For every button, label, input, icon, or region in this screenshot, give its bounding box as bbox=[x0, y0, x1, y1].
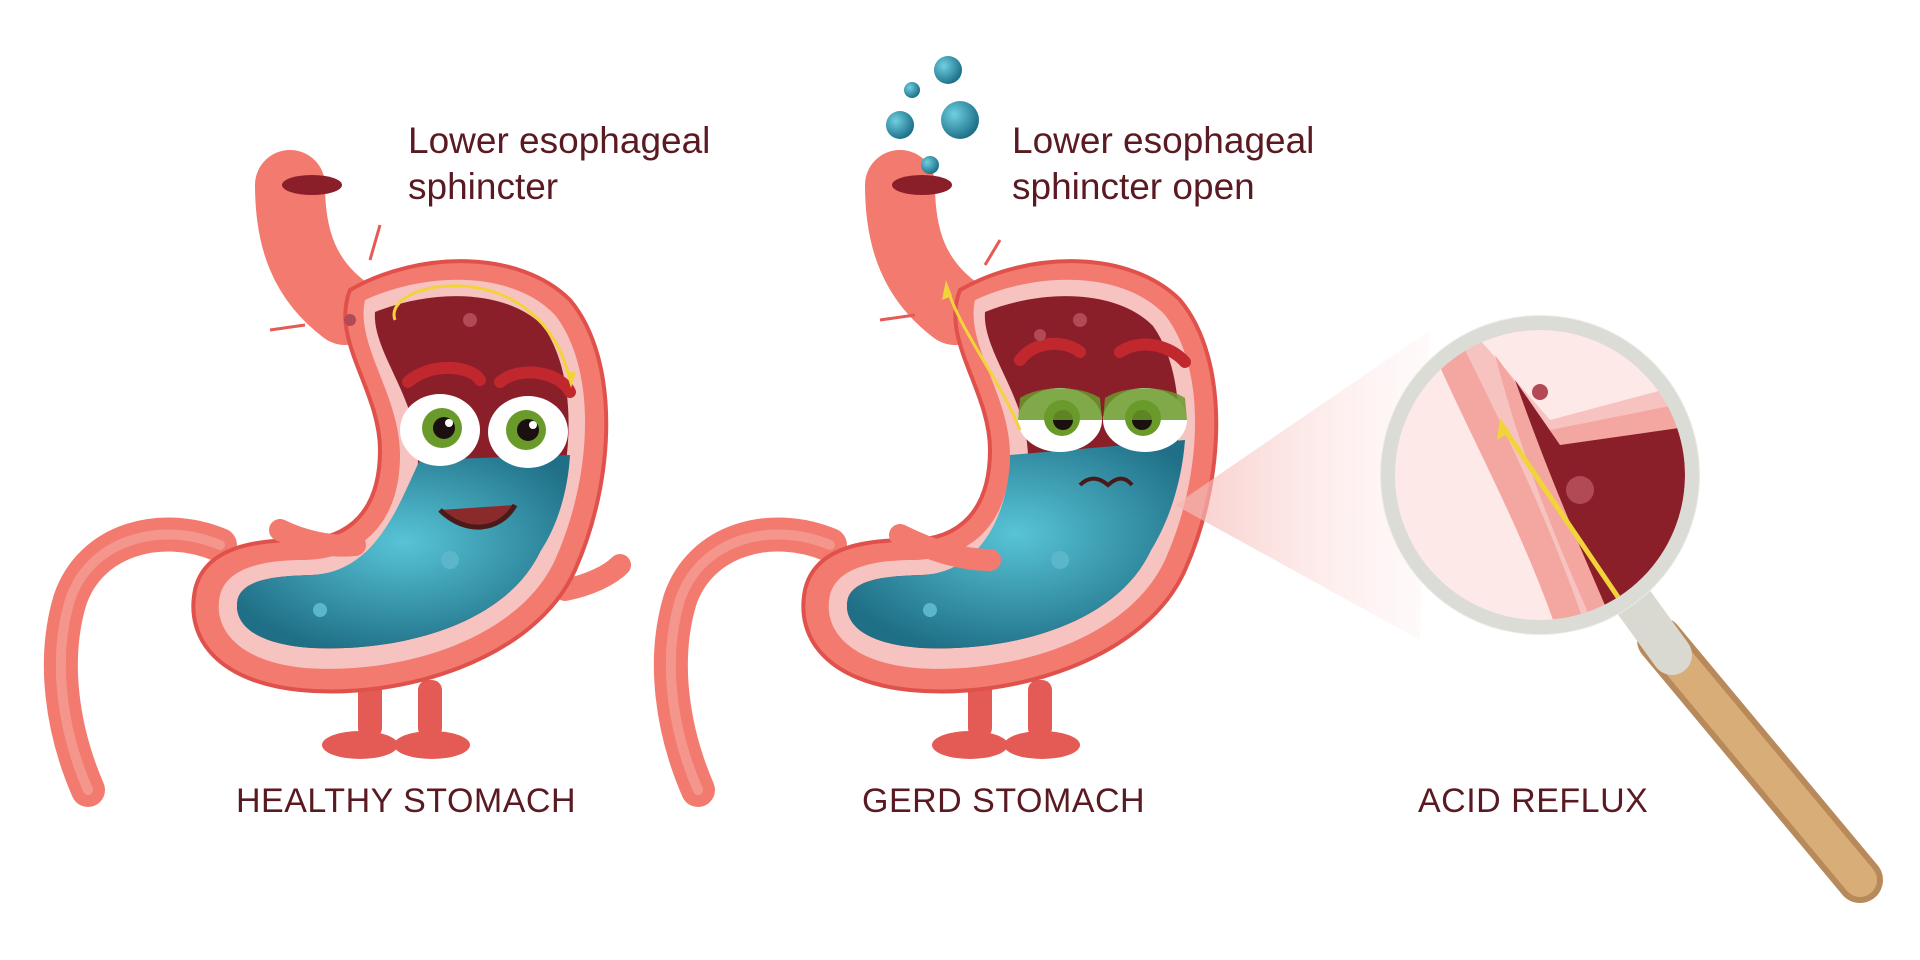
bubble-icon bbox=[904, 82, 920, 98]
bubble-icon bbox=[941, 101, 979, 139]
bubble-icon bbox=[921, 156, 939, 174]
bubble-icon bbox=[886, 111, 914, 139]
stomach-acid bbox=[846, 440, 1185, 649]
healthy-note-line1: Lower esophageal bbox=[408, 120, 711, 161]
yellow-arrow-icon bbox=[946, 289, 1022, 431]
gerd-note-line2: sphincter open bbox=[1012, 166, 1255, 207]
esophagus bbox=[255, 150, 380, 345]
healthy-note-line2: sphincter bbox=[408, 166, 559, 207]
healthy-note: Lower esophageal sphincter bbox=[408, 118, 710, 210]
healthy-stomach-caption: HEALTHY STOMACH bbox=[236, 782, 577, 820]
yellow-arrow-icon bbox=[392, 284, 572, 381]
gerd-stomach-figure bbox=[653, 56, 1219, 807]
acid-reflux-magnifier bbox=[1175, 315, 1883, 903]
gerd-note: Lower esophageal sphincter open bbox=[1012, 118, 1314, 210]
gerd-note-line1: Lower esophageal bbox=[1012, 120, 1315, 161]
magnifier-beam bbox=[1175, 330, 1430, 640]
gerd-stomach-caption: GERD STOMACH bbox=[862, 782, 1146, 820]
bubble-icon bbox=[934, 56, 962, 84]
acid-reflux-caption: ACID REFLUX bbox=[1418, 782, 1649, 820]
magnifier-icon bbox=[1380, 315, 1883, 903]
healthy-stomach-figure bbox=[43, 150, 631, 807]
stomach-acid bbox=[236, 455, 570, 649]
